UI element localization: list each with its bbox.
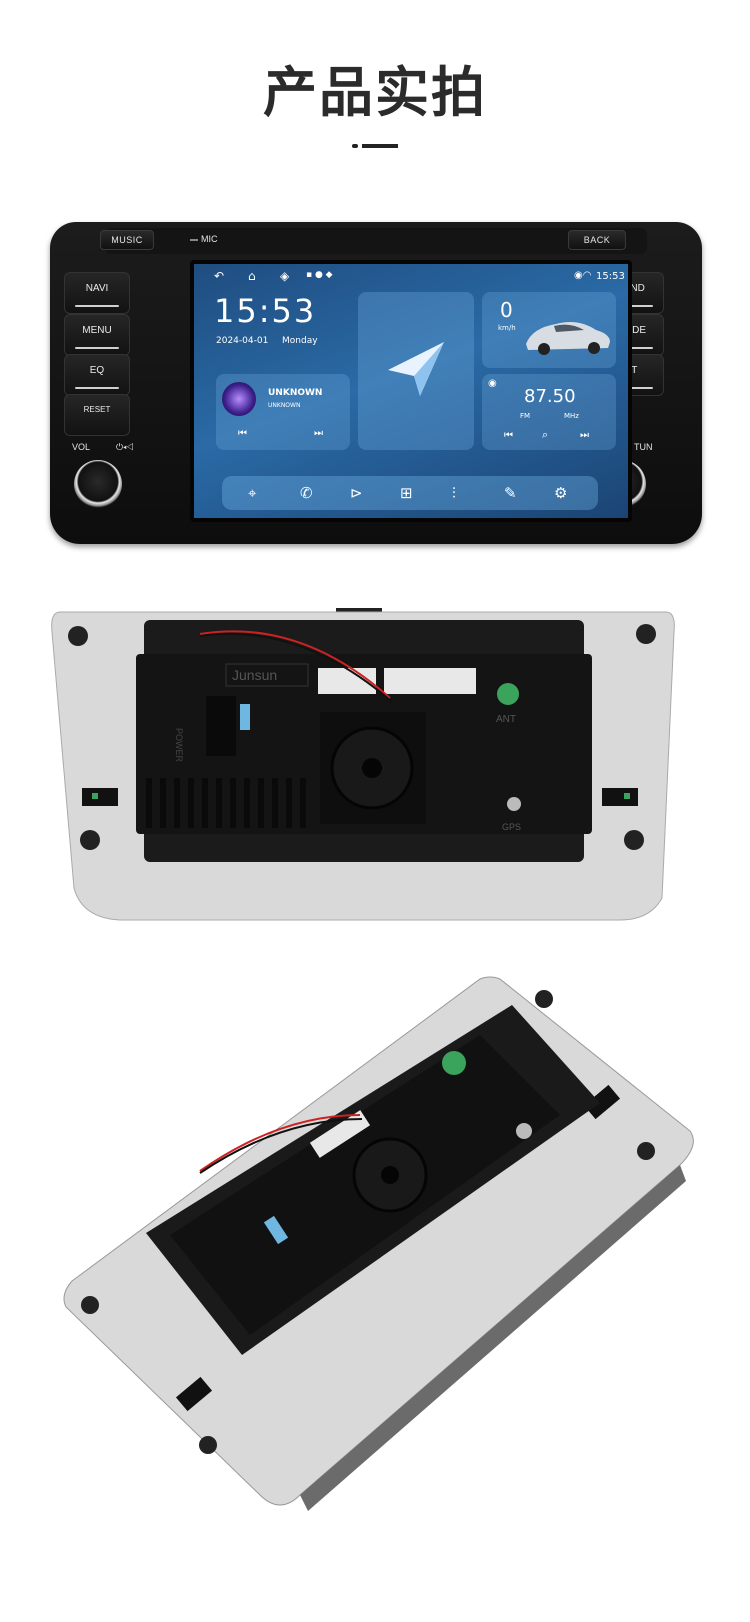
navi-button[interactable]: NAVI bbox=[64, 272, 130, 314]
layers-icon[interactable]: ◈ bbox=[280, 269, 290, 283]
mic-label: MIC bbox=[190, 234, 218, 244]
tun-label: TUN bbox=[634, 442, 653, 452]
home-icon[interactable]: ⌂ bbox=[248, 269, 256, 283]
date-label: 2024-04-01 bbox=[216, 336, 269, 346]
album-art bbox=[222, 382, 256, 416]
power-label: POWER bbox=[174, 728, 184, 763]
ant-label: ANT bbox=[496, 714, 516, 725]
navigation-card[interactable] bbox=[358, 292, 474, 450]
speed-unit: km/h bbox=[498, 324, 516, 332]
location-icon[interactable]: ⌖ bbox=[248, 484, 257, 502]
car-image bbox=[526, 322, 610, 355]
speed-card: 0 km/h bbox=[482, 292, 616, 368]
app-dock: ⌖ ✆ ⊳ ⊞ ⫶ ✎ ⚙ bbox=[222, 476, 598, 510]
mute-icon: ⏻◂◁ bbox=[116, 442, 134, 452]
title-divider bbox=[352, 144, 398, 148]
eq-button[interactable]: EQ bbox=[64, 354, 130, 396]
vol-label: VOL bbox=[72, 442, 91, 452]
status-icons: ▪ ● ◆ bbox=[306, 270, 333, 280]
speed-value: 0 bbox=[500, 298, 513, 322]
signal-icon: ◉◠ bbox=[574, 270, 592, 281]
music-button[interactable]: MUSIC bbox=[100, 230, 154, 250]
next-track-icon[interactable]: ⏭ bbox=[314, 428, 323, 439]
head-unit-back-view: Junsun ANT GPS POWER bbox=[51, 608, 675, 921]
music-artist: UNKNOWN bbox=[268, 402, 301, 409]
radio-unit: MHz bbox=[564, 412, 579, 420]
head-unit-front: MUSIC MIC BACK NAVI MENU EQ RESET BAND M… bbox=[50, 222, 702, 544]
prev-station-icon[interactable]: ⏮ bbox=[504, 430, 513, 441]
back-button[interactable]: BACK bbox=[568, 230, 626, 250]
volume-knob[interactable] bbox=[74, 460, 122, 508]
next-station-icon[interactable]: ⏭ bbox=[580, 430, 589, 441]
phone-icon[interactable]: ✆ bbox=[300, 484, 313, 502]
radio-card[interactable]: ◉ 87.50 FM MHz ⏮ ⌕ ⏭ bbox=[482, 374, 616, 450]
status-bar: ↶ ⌂ ◈ ▪ ● ◆ ◉◠ 15:53 bbox=[194, 269, 628, 286]
music-title: UNKNOWN bbox=[268, 388, 323, 398]
apps-icon[interactable]: ⊞ bbox=[400, 484, 413, 502]
equalizer-icon[interactable]: ⫶ bbox=[452, 484, 456, 502]
reset-button[interactable]: RESET bbox=[64, 394, 130, 436]
head-unit-angled-view bbox=[63, 976, 694, 1511]
prev-track-icon[interactable]: ⏮ bbox=[238, 428, 247, 439]
play-icon[interactable]: ⊳ bbox=[350, 484, 363, 502]
settings-icon[interactable]: ⚙ bbox=[554, 484, 568, 502]
music-card[interactable]: UNKNOWN UNKNOWN ⏮ ⏭ bbox=[216, 374, 350, 450]
brand-label: Junsun bbox=[232, 667, 277, 683]
menu-button[interactable]: MENU bbox=[64, 314, 130, 356]
radio-band: FM bbox=[520, 412, 531, 420]
top-strip bbox=[105, 228, 647, 254]
search-icon[interactable]: ⌕ bbox=[542, 428, 549, 441]
touch-screen[interactable]: ↶ ⌂ ◈ ▪ ● ◆ ◉◠ 15:53 15:53 2024-04-01 Mo… bbox=[190, 260, 632, 522]
radio-frequency: 87.50 bbox=[524, 386, 576, 407]
weekday-label: Monday bbox=[282, 336, 318, 346]
clock-widget: 15:53 bbox=[214, 292, 317, 330]
brush-icon[interactable]: ✎ bbox=[504, 484, 517, 502]
radio-icon: ◉ bbox=[488, 378, 497, 389]
page-title: 产品实拍 bbox=[263, 61, 487, 124]
back-arrow-icon[interactable]: ↶ bbox=[214, 269, 225, 283]
status-time: 15:53 bbox=[596, 271, 625, 282]
paper-plane-icon bbox=[388, 342, 444, 396]
gps-label: GPS bbox=[502, 822, 521, 832]
